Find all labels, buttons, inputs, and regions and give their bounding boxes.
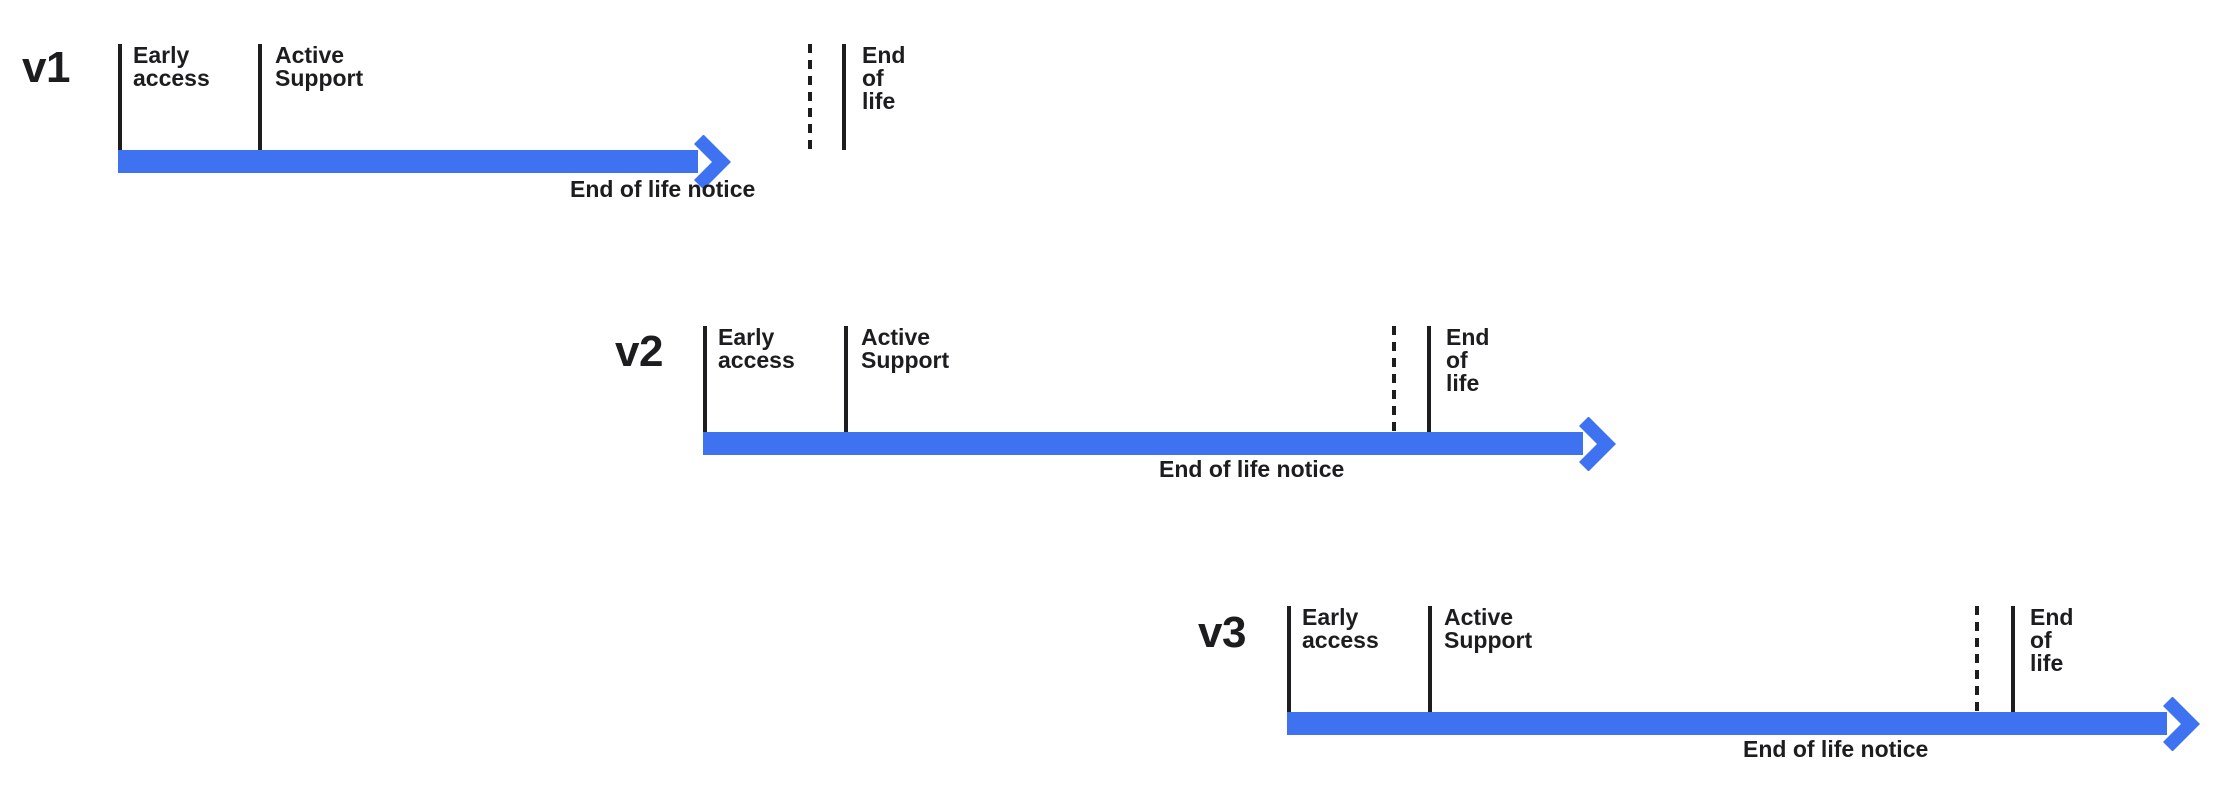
- phase-divider-dashed: [1975, 606, 1979, 712]
- phase-divider: [1427, 326, 1431, 432]
- phase-divider: [1428, 606, 1432, 712]
- version-label-v3: v3: [1198, 608, 1246, 657]
- phase-divider-dashed: [808, 44, 812, 150]
- phase-divider: [842, 44, 846, 150]
- timeline-arrowhead-icon: [1575, 415, 1633, 478]
- version-label-v1: v1: [22, 43, 70, 92]
- phase-label-early-access: Early access: [1302, 604, 1379, 653]
- phase-label-active-support: Active Support: [861, 324, 950, 373]
- end-of-life-notice-label: End of life notice: [570, 176, 756, 202]
- end-of-life-notice-label: End of life notice: [1743, 736, 1929, 762]
- phase-divider: [258, 44, 262, 150]
- version-label-v2: v2: [615, 327, 663, 376]
- phase-label-early-access: Early access: [133, 42, 210, 91]
- end-of-life-notice-label: End of life notice: [1159, 456, 1345, 482]
- phase-label-active-support: Active Support: [1444, 604, 1533, 653]
- timeline-bar: [1287, 712, 2167, 735]
- timeline-bar: [118, 150, 698, 173]
- phase-divider: [703, 326, 707, 432]
- phase-divider: [844, 326, 848, 432]
- phase-divider: [2011, 606, 2015, 712]
- phase-label-end-of-life: End of life: [862, 42, 906, 114]
- phase-label-end-of-life: End of life: [1446, 324, 1490, 396]
- phase-divider: [1287, 606, 1291, 712]
- timeline-arrowhead-icon: [2159, 695, 2217, 758]
- timeline-bar: [703, 432, 1583, 455]
- phase-label-end-of-life: End of life: [2030, 604, 2074, 676]
- phase-divider: [118, 44, 122, 150]
- timeline-arrowhead-icon: [690, 133, 748, 196]
- phase-label-active-support: Active Support: [275, 42, 364, 91]
- phase-divider-dashed: [1392, 326, 1396, 432]
- phase-label-early-access: Early access: [718, 324, 795, 373]
